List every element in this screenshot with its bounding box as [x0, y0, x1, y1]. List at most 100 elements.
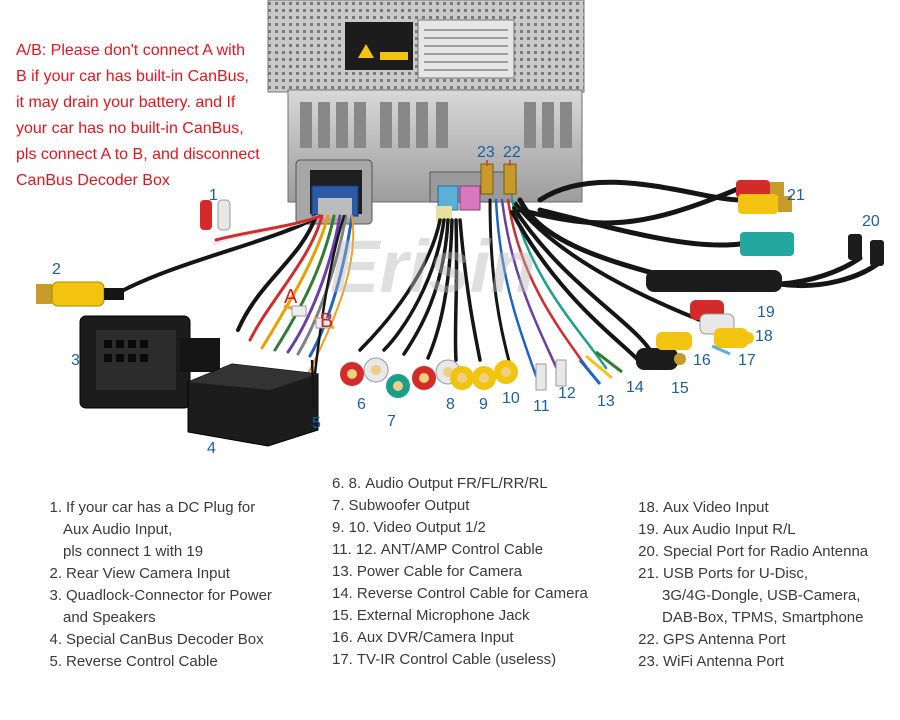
rear-camera-rca [36, 281, 124, 307]
legend-number: 6. 8. [332, 475, 362, 492]
callout-6: 6 [357, 396, 366, 413]
legend-item-13: 13.Power Cable for Camera [332, 561, 622, 583]
warning-line: your car has no built-in CanBus, [16, 120, 244, 137]
callout-19: 19 [757, 304, 775, 321]
callout-7: 7 [387, 413, 396, 430]
callout-8: 8 [446, 396, 455, 413]
legend-text: Special Port for Radio Antenna [663, 543, 869, 560]
legend-item-15: 15.External Microphone Jack [332, 605, 622, 627]
legend-column-2: 6. 8.Audio Output FR/FL/RR/RL 7.Subwoofe… [332, 473, 622, 671]
warning-note: A/B: Please don't connect A with B if yo… [16, 38, 306, 194]
legend-text: DAB-Box, TPMS, Smartphone [662, 609, 864, 626]
left-wire-bundle [118, 214, 355, 404]
callout-23: 23 [477, 144, 495, 161]
legend-text: Aux DVR/Camera Input [356, 629, 514, 646]
legend-item-2: 2.Rear View Camera Input [46, 563, 316, 585]
legend-number: 4. [49, 631, 62, 648]
legend-number: 16. [332, 629, 353, 646]
legend-text: Audio Output FR/FL/RR/RL [365, 475, 548, 492]
callout-17: 17 [738, 352, 756, 369]
legend-item-17: 17.TV-IR Control Cable (useless) [332, 649, 622, 671]
legend-text: ANT/AMP Control Cable [380, 541, 544, 558]
legend-number: 17. [332, 651, 353, 668]
legend-number: 15. [332, 607, 353, 624]
legend-text: GPS Antenna Port [663, 631, 786, 648]
head-unit [267, 0, 585, 225]
legend-text: and Speakers [63, 609, 156, 626]
wire-label-b: B [320, 310, 334, 332]
legend-number: 9. 10. [332, 519, 370, 536]
warning-sticker [345, 22, 413, 70]
canbus-decoder-box [187, 363, 319, 447]
legend-item-6-8: 6. 8.Audio Output FR/FL/RR/RL [332, 473, 622, 495]
legend-column-1: 1.If your car has a DC Plug for Aux Audi… [46, 497, 316, 673]
legend-text: Subwoofer Output [348, 497, 470, 514]
antenna-ports [480, 160, 517, 195]
legend-number: 13. [332, 563, 353, 580]
right-cable-bundle [510, 179, 883, 364]
legend-item-4: 4.Special CanBus Decoder Box [46, 629, 316, 651]
legend-item-18: 18.Aux Video Input [637, 497, 897, 519]
legend-item-21: 21.USB Ports for U-Disc, 3G/4G-Dongle, U… [637, 563, 897, 629]
legend-column-3: 18.Aux Video Input 19.Aux Audio Input R/… [637, 497, 897, 673]
reverse-control-cable [310, 359, 316, 409]
legend-number: 7. [332, 497, 345, 514]
inline-module [646, 270, 782, 292]
legend-number: 1. [49, 499, 62, 516]
callout-2: 2 [52, 261, 61, 278]
warning-line: B if your car has built-in CanBus, [16, 68, 249, 85]
video-rca-outputs [450, 360, 518, 390]
callout-20: 20 [862, 213, 880, 230]
legend-item-19: 19.Aux Audio Input R/L [637, 519, 897, 541]
legend-text: Reverse Control Cable for Camera [356, 585, 588, 602]
callout-22: 22 [503, 144, 521, 161]
legend-item-1: 1.If your car has a DC Plug for Aux Audi… [46, 497, 316, 563]
legend-text: If your car has a DC Plug for [66, 499, 256, 516]
legend-number: 11. 12. [332, 541, 377, 558]
legend-number: 3. [49, 587, 62, 604]
callout-1: 1 [209, 187, 218, 204]
legend-number: 14. [332, 585, 353, 602]
audio-rca-outputs [340, 357, 461, 398]
callout-4: 4 [207, 440, 216, 457]
legend-item-23: 23.WiFi Antenna Port [637, 651, 897, 673]
legend-item-11-12: 11. 12.ANT/AMP Control Cable [332, 539, 622, 561]
legend-number: 20. [638, 543, 659, 560]
legend-text: Special CanBus Decoder Box [66, 631, 264, 648]
warning-line: CanBus Decoder Box [16, 172, 170, 189]
legend-item-3: 3.Quadlock-Connector for Power and Speak… [46, 585, 316, 629]
usb-connectors [736, 180, 794, 256]
wire-label-a: A [284, 286, 298, 308]
legend-text: External Microphone Jack [356, 607, 530, 624]
quadlock-connector [79, 315, 220, 409]
spec-label [417, 19, 515, 79]
legend-text: Reverse Control Cable [66, 653, 218, 670]
callout-14: 14 [626, 379, 644, 396]
legend-number: 22. [638, 631, 659, 648]
callout-3: 3 [71, 352, 80, 369]
warning-line: A/B: Please don't connect A with [16, 42, 245, 59]
legend-text: Aux Video Input [663, 499, 769, 516]
callout-16: 16 [693, 352, 711, 369]
legend-text: USB Ports for U-Disc, [663, 565, 809, 582]
ab-marker-wires [283, 304, 335, 330]
callout-18: 18 [755, 328, 773, 345]
legend-item-20: 20.Special Port for Radio Antenna [637, 541, 897, 563]
callout-11: 11 [533, 398, 550, 415]
aux-audio-rca [200, 199, 231, 231]
mic-and-dvr-jacks [636, 332, 731, 370]
warning-line: it may drain your battery. and If [16, 94, 236, 111]
legend-text: 3G/4G-Dongle, USB-Camera, [662, 587, 861, 604]
legend-text: Aux Audio Input R/L [663, 521, 796, 538]
legend-number: 18. [638, 499, 659, 516]
callout-21: 21 [787, 187, 805, 204]
legend-item-22: 22.GPS Antenna Port [637, 629, 897, 651]
warning-line: pls connect A to B, and disconnect [16, 146, 260, 163]
legend-item-5: 5.Reverse Control Cable [46, 651, 316, 673]
callout-12: 12 [558, 385, 576, 402]
legend-item-14: 14.Reverse Control Cable for Camera [332, 583, 622, 605]
legend-item-16: 16.Aux DVR/Camera Input [332, 627, 622, 649]
legend-number: 19. [638, 521, 659, 538]
